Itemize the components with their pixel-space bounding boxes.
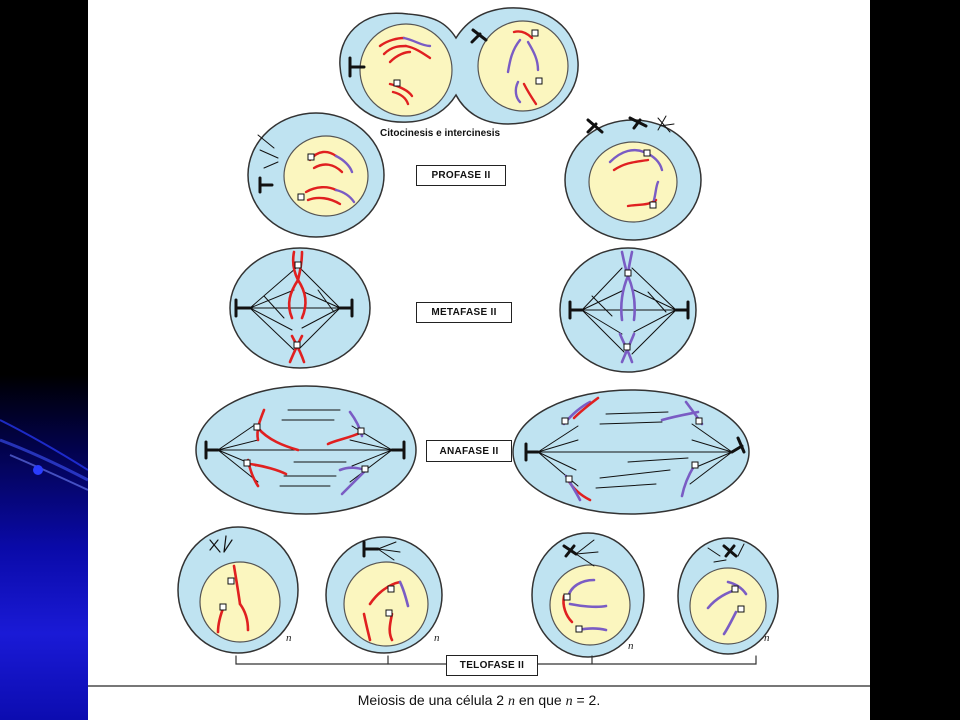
telophase-label: TELOFASE II [446, 655, 538, 676]
telophase-cell-1 [177, 526, 299, 654]
cytokinesis-label: Citocinesis e intercinesis [380, 128, 501, 139]
telophase-cell-3 [531, 532, 645, 658]
slide-panel: Citocinesis e intercinesis PROFASE II ME… [88, 0, 870, 720]
right-black-margin [870, 0, 960, 720]
caption-text-2: en que [514, 692, 566, 708]
metaphase-label: METAFASE II [416, 302, 512, 323]
left-decorative-panel [0, 0, 88, 720]
prophase-cell-left [247, 112, 385, 238]
cytokinesis-cell [339, 7, 579, 125]
glow-dot-icon [33, 465, 43, 475]
prophase-label: PROFASE II [416, 165, 506, 186]
haploid-label-1: n [286, 632, 292, 644]
haploid-label-4: n [764, 632, 770, 644]
caption-text-3: = 2. [572, 692, 601, 708]
anaphase-label: ANAFASE II [426, 440, 512, 462]
caption-n-2: n [565, 694, 573, 709]
caption-text-1: Meiosis de una célula 2 [357, 692, 508, 708]
telophase-cell-2 [325, 536, 443, 654]
prophase-cell-right [564, 115, 702, 241]
swoosh-decoration [0, 419, 88, 491]
caption-n-1: n [507, 694, 515, 709]
anaphase-cell-right [512, 389, 750, 515]
metaphase-cell-left [229, 247, 371, 369]
meiosis-diagram [177, 7, 779, 665]
anaphase-cell-left [195, 385, 417, 515]
caption-divider [88, 685, 870, 687]
telophase-cell-4 [677, 537, 779, 655]
haploid-label-2: n [434, 632, 440, 644]
metaphase-cell-right [559, 247, 697, 373]
figure-caption: Meiosis de una célula 2 n en que n = 2. [88, 692, 870, 710]
haploid-label-3: n [628, 640, 634, 652]
